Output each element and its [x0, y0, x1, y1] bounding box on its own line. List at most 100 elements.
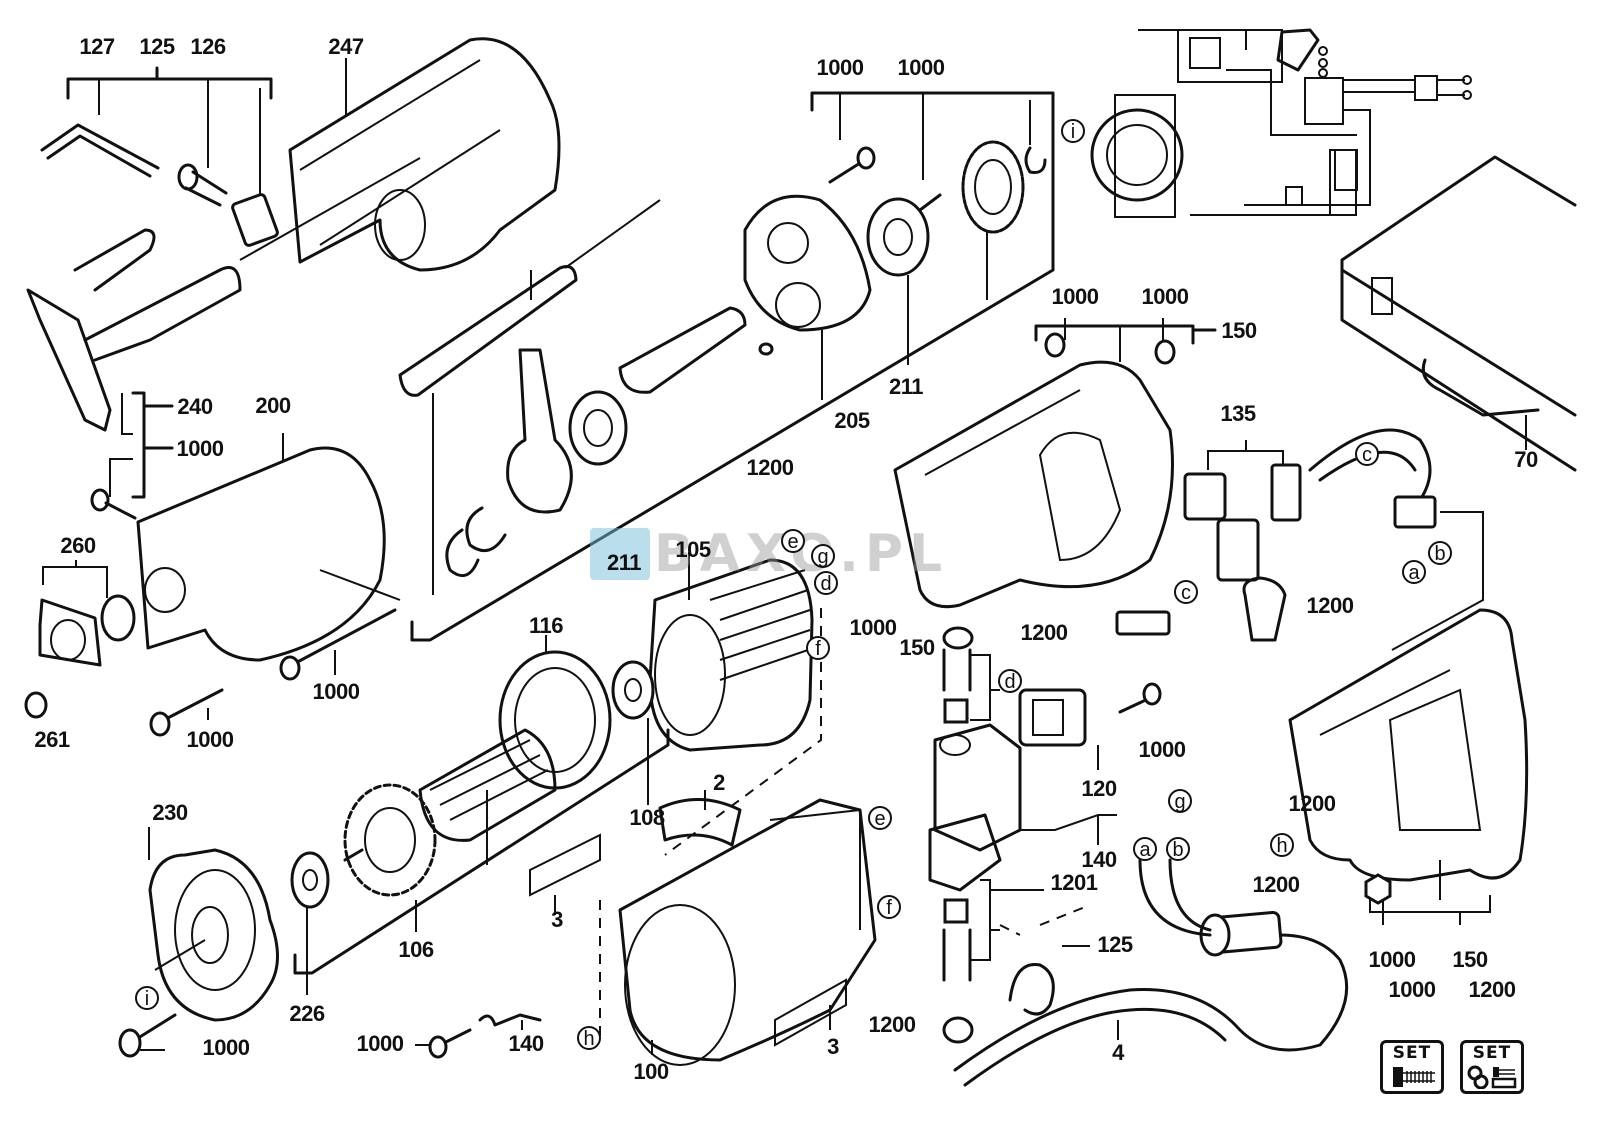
- bracket-106: [293, 728, 670, 975]
- connection-callout-h: h: [1270, 833, 1294, 857]
- connection-callout-i: i: [135, 986, 159, 1010]
- connection-callout-e: e: [868, 806, 892, 830]
- connection-callout-f: f: [806, 636, 830, 660]
- part-label: 70: [1514, 447, 1538, 472]
- nut-1000: [1364, 873, 1392, 905]
- connection-callout-a: a: [1133, 837, 1157, 861]
- switch-120: [1018, 688, 1099, 770]
- part-label: 125: [1097, 932, 1133, 957]
- gear-wheel: [961, 140, 1025, 300]
- part-label: 1200: [868, 1012, 916, 1037]
- part-label: 150: [899, 635, 935, 660]
- part-label: 140: [508, 1031, 544, 1056]
- set-number: 1200: [1468, 977, 1516, 1002]
- part-label: 1000: [356, 1031, 404, 1056]
- part-label: 106: [398, 937, 434, 962]
- part-label: 1000: [312, 679, 360, 704]
- part-label: 126: [190, 34, 226, 59]
- armature-106: [343, 728, 557, 897]
- handle-housing-150: [1288, 608, 1529, 900]
- part-label: 100: [633, 1059, 669, 1084]
- watermark-logo-icon: [590, 528, 650, 580]
- clamp-block: [231, 193, 279, 247]
- part-label: 1200: [1306, 593, 1354, 618]
- screw-glyph-icon: [1393, 1067, 1435, 1087]
- bearing-211: [866, 197, 930, 277]
- screw-1000-left2: [288, 608, 397, 668]
- connection-callout-d: d: [998, 669, 1022, 693]
- screw-1000-left1: [158, 688, 224, 724]
- bracket-240: [109, 391, 174, 499]
- parts-glyph-icon: [1467, 1065, 1517, 1089]
- part-label: 1201: [1050, 870, 1098, 895]
- part-label: 230: [152, 800, 188, 825]
- plate-1200: [1115, 610, 1171, 636]
- stator-105: [648, 552, 814, 752]
- connection-callout-a: a: [1402, 560, 1426, 584]
- handle-half-150: [893, 318, 1217, 609]
- retaining-ring-2: [465, 506, 507, 553]
- connection-callout-c: c: [1355, 442, 1379, 466]
- power-cord-4: [953, 858, 1349, 1087]
- cover-260: [38, 560, 136, 667]
- label-2: [658, 798, 742, 847]
- part-label: 3: [551, 907, 563, 932]
- part-label: 135: [1220, 401, 1256, 426]
- part-label: 3: [827, 1034, 839, 1059]
- drive-shaft: [618, 306, 774, 394]
- motor-housing-100: [618, 798, 877, 1066]
- part-label: 150: [1221, 318, 1257, 343]
- part-label: 1200: [1252, 872, 1300, 897]
- part-label: 1000: [176, 436, 224, 461]
- part-label: 105: [675, 537, 711, 562]
- connection-callout-g: g: [811, 544, 835, 568]
- set-label: SET: [1392, 1043, 1432, 1063]
- part-label: 150: [1452, 947, 1488, 972]
- part-label: 1000: [1141, 284, 1189, 309]
- part-label: 1000: [1368, 947, 1416, 972]
- part-label: 205: [834, 408, 870, 433]
- set-number: 1000: [1388, 977, 1436, 1002]
- part-label: 4: [1112, 1040, 1124, 1065]
- part-label: 240: [177, 394, 213, 419]
- part-label: 1200: [1020, 620, 1068, 645]
- bearing-108: [611, 660, 655, 720]
- screw-126: [177, 163, 228, 207]
- screw-1000-b: [918, 193, 942, 212]
- part-label: 120: [1081, 776, 1117, 801]
- part-label: 116: [529, 613, 564, 638]
- label-3-a: [529, 833, 601, 897]
- connection-callout-i: i: [1061, 119, 1085, 143]
- connection-callout-g: g: [1168, 789, 1192, 813]
- plunger-shaft: [398, 199, 661, 595]
- bracket-gear-case: [410, 91, 1055, 642]
- small-parts-set-icon: SET: [1460, 1040, 1524, 1094]
- connection-callout-d: d: [814, 571, 838, 595]
- capacitor: [1242, 576, 1287, 642]
- screw-set-icon: SET: [1380, 1040, 1444, 1094]
- part-label: 1000: [1138, 737, 1186, 762]
- screw-1000-shoe: [90, 488, 110, 512]
- part-label: 140: [1081, 847, 1117, 872]
- part-label: 211: [607, 550, 642, 575]
- housing-247: [288, 37, 561, 272]
- screw-261: [24, 691, 48, 719]
- bearing-226: [290, 851, 330, 909]
- part-label: 211: [889, 374, 924, 399]
- part-label: 1200: [1288, 791, 1336, 816]
- part-label: 1000: [186, 727, 234, 752]
- watermark: BAXO.PL: [590, 528, 948, 580]
- part-label: 1000: [1051, 284, 1099, 309]
- wiring-schematic: [1090, 28, 1472, 218]
- part-label: 108: [629, 805, 665, 830]
- part-label: 1000: [849, 615, 897, 640]
- circlip: [1024, 146, 1047, 174]
- part-label: 260: [60, 533, 96, 558]
- connection-callout-h: h: [577, 1026, 601, 1050]
- part-label: 125: [139, 34, 175, 59]
- part-label: 1000: [202, 1035, 250, 1060]
- part-label: 2: [713, 770, 725, 795]
- part-label: 127: [79, 34, 115, 59]
